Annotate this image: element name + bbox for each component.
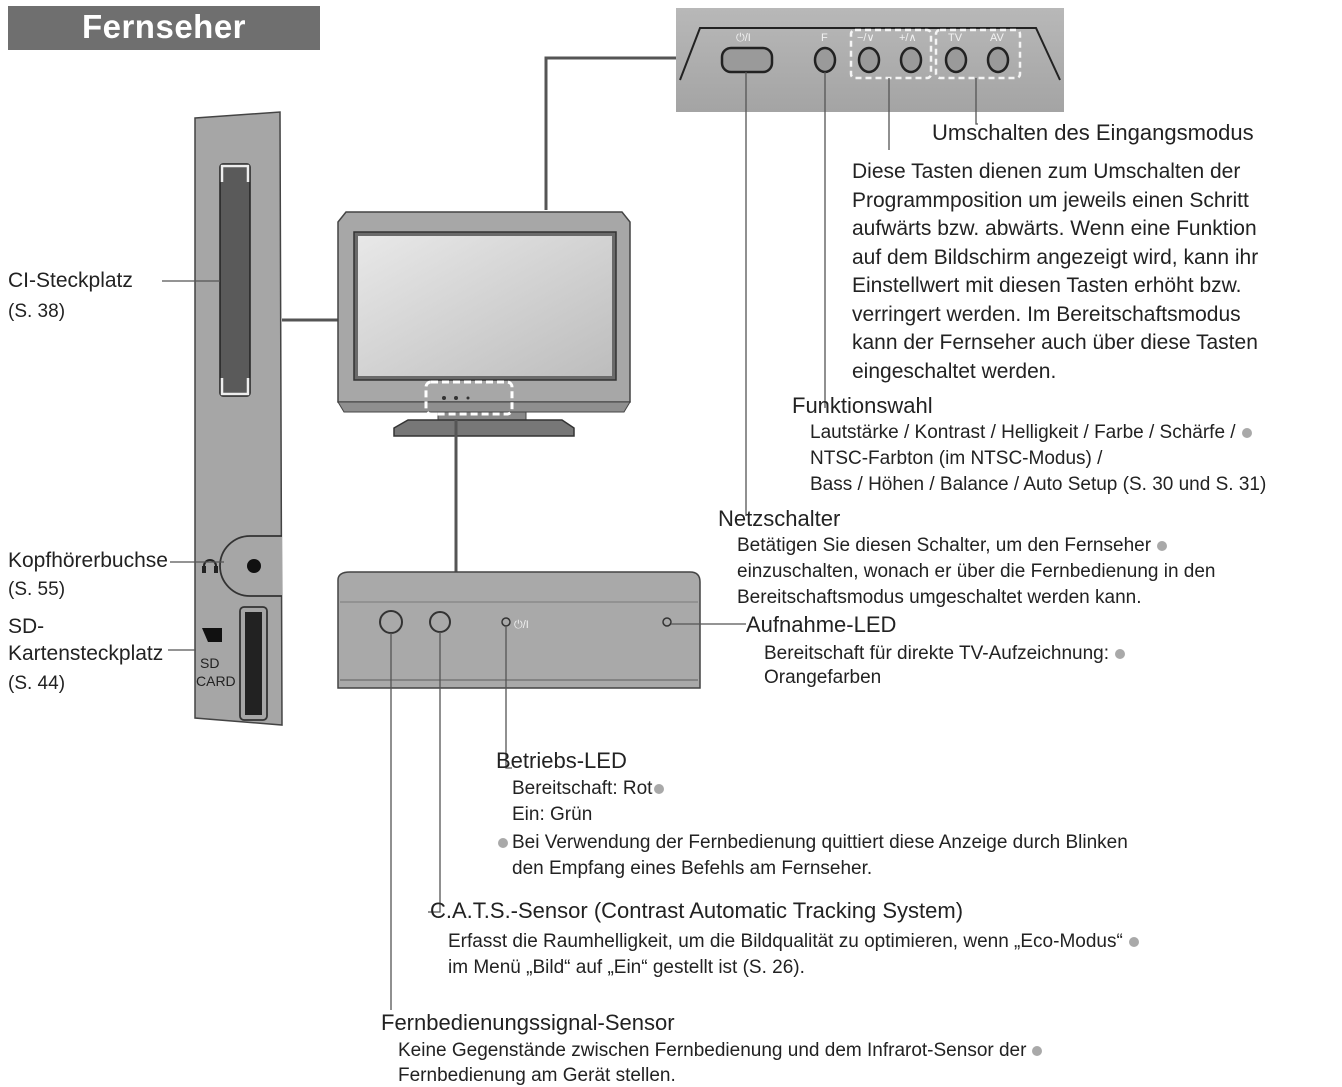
power-led-note-line: Bei Verwendung der Fernbedienung quittie…	[512, 832, 1128, 853]
remote-sensor-label: Fernbedienungssignal-Sensor	[381, 1010, 675, 1035]
tv-button-label: TV	[948, 32, 963, 44]
power-switch-button	[720, 46, 774, 74]
channel-keys-line: Diese Tasten dienen zum Umschalten der	[852, 160, 1241, 183]
channel-keys-line: eingeschaltet werden.	[852, 359, 1057, 383]
title-bar: Fernseher	[8, 6, 320, 50]
leader-lines	[162, 72, 978, 1010]
bullet-icon	[1115, 648, 1125, 659]
channel-down-button	[857, 46, 881, 74]
bullet-icon	[1128, 936, 1139, 947]
ci-slot-label: CI-Steckplatz	[8, 269, 133, 292]
side-panel: SD CARD	[194, 111, 283, 726]
cats-sensor	[429, 611, 451, 633]
rec-led-description: Bereitschaft für direkte TV-Aufzeichnung…	[764, 642, 1125, 690]
function-select-line: Bass / Höhen / Balance / Auto Setup (S. …	[810, 474, 1267, 495]
bullet-icon	[654, 783, 665, 794]
channel-up-label: +/∧	[899, 32, 917, 44]
power-led-note: Bei Verwendung der Fernbedienung quittie…	[498, 830, 1128, 882]
power-led-note-line: den Empfang eines Befehls am Fernseher.	[512, 858, 873, 879]
bullet-icon	[1241, 427, 1252, 438]
channel-keys-line: kann der Fernseher auch über diese Taste…	[852, 331, 1258, 354]
power-led-label: ⏻/I	[514, 619, 529, 631]
function-select-line: Lautstärke / Kontrast / Helligkeit / Far…	[810, 422, 1236, 443]
headphone-label: Kopfhörerbuchse	[8, 549, 168, 572]
cats-description: Erfasst die Raumhelligkeit, um die Bildq…	[448, 929, 1139, 981]
power-switch-line: einzuschalten, wonach er über die Fernbe…	[737, 561, 1216, 582]
function-button-label: F	[821, 32, 828, 44]
headphone-ref: (S. 55)	[8, 579, 66, 600]
channel-keys-line: aufwärts bzw. abwärts. Wenn eine Funktio…	[852, 217, 1257, 240]
tv-button	[944, 46, 968, 74]
cats-label: C.A.T.S.-Sensor (Contrast Automatic Trac…	[430, 898, 964, 923]
channel-keys-line: Einstellwert mit diesen Tasten erhöht bz…	[852, 274, 1242, 297]
remote-sensor-line: Fernbedienung am Gerät stellen.	[398, 1065, 676, 1086]
power-led-on: Ein: Grün	[512, 804, 593, 825]
power-led	[501, 617, 511, 627]
remote-sensor-description: Keine Gegenstände zwischen Fernbedienung…	[398, 1038, 1043, 1087]
channel-keys-line: verringert werden. Im Bereitschaftsmodus	[852, 302, 1241, 326]
channel-down-label: −/∨	[857, 32, 875, 44]
rec-led	[662, 617, 672, 627]
sd-slot-label-line1: SD-	[8, 615, 45, 638]
function-select-label: Funktionswahl	[792, 393, 933, 418]
page-title: Fernseher	[81, 8, 247, 45]
remote-sensor	[379, 610, 403, 634]
power-led-description: Bereitschaft: Rot Ein: Grün	[512, 776, 665, 828]
sd-card-slot	[245, 612, 262, 715]
power-switch-label: Netzschalter	[718, 506, 841, 531]
cats-line: im Menü „Bild“ auf „Ein“ gestellt ist (S…	[448, 957, 805, 978]
bullet-icon	[1032, 1045, 1043, 1056]
av-button	[986, 46, 1010, 74]
function-select-line: NTSC-Farbton (im NTSC-Modus) /	[810, 448, 1103, 469]
sd-slot-ref: (S. 44)	[8, 673, 66, 694]
rec-led-line: Orangefarben	[764, 667, 882, 688]
power-switch-line: Betätigen Sie diesen Schalter, um den Fe…	[737, 535, 1152, 556]
channel-keys-description: Diese Tasten dienen zum Umschalten der P…	[852, 158, 1258, 386]
remote-sensor-line: Keine Gegenstände zwischen Fernbedienung…	[398, 1040, 1027, 1061]
power-led-standby: Bereitschaft: Rot	[512, 778, 653, 799]
headphone-jack	[247, 559, 261, 573]
power-switch-line: Bereitschaftsmodus umgeschaltet werden k…	[737, 587, 1142, 608]
rec-led-line: Bereitschaft für direkte TV-Aufzeichnung…	[764, 643, 1109, 664]
svg-text:CARD: CARD	[196, 673, 236, 689]
svg-text:SD: SD	[200, 655, 219, 671]
power-led-title: Betriebs-LED	[496, 748, 627, 773]
headphone-icon	[202, 559, 218, 573]
function-select-description: Lautstärke / Kontrast / Helligkeit / Far…	[810, 420, 1266, 498]
av-button-label: AV	[990, 32, 1005, 44]
sd-slot-label-line2: Kartensteckplatz	[8, 642, 164, 665]
bullet-icon	[498, 837, 508, 848]
bullet-icon	[1157, 540, 1168, 551]
ci-slot	[219, 163, 251, 397]
rec-led-label: Aufnahme-LED	[746, 612, 897, 637]
top-control-panel: ⏻/I F −/∨ +/∧ TV AV	[676, 8, 1064, 112]
power-button-label: ⏻/I	[736, 32, 751, 44]
tv-front	[337, 211, 631, 437]
front-sensor-panel: ⏻/I	[337, 571, 701, 689]
function-button	[813, 46, 837, 74]
input-mode-label: Umschalten des Eingangsmodus	[932, 120, 1254, 145]
cats-line: Erfasst die Raumhelligkeit, um die Bildq…	[448, 931, 1123, 952]
channel-keys-line: auf dem Bildschirm angezeigt wird, kann …	[852, 245, 1259, 269]
channel-keys-line: Programmposition um jeweils einen Schrit…	[852, 188, 1249, 212]
ci-slot-ref: (S. 38)	[8, 301, 66, 322]
channel-up-button	[899, 46, 923, 74]
power-switch-description: Betätigen Sie diesen Schalter, um den Fe…	[737, 533, 1216, 611]
sd-card-icon	[202, 628, 222, 642]
